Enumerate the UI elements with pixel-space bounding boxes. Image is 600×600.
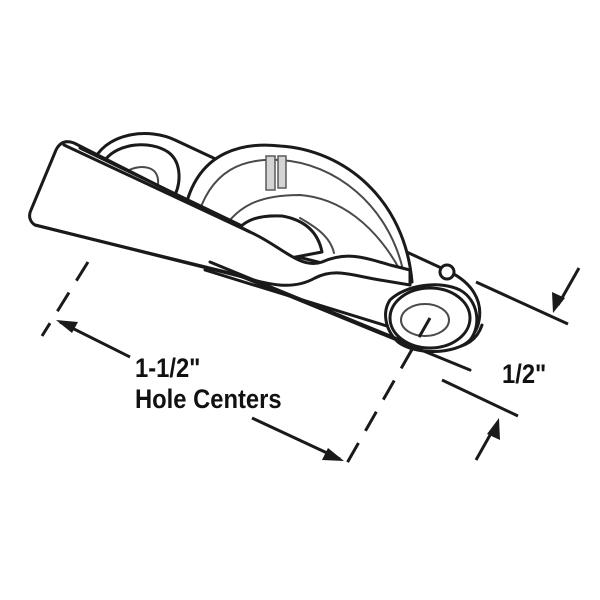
width-dimension [441,267,581,461]
pin [438,263,456,281]
right-mount-hole [384,283,479,353]
notch-shade-left [265,155,276,191]
width-value-label: 1/2" [502,359,547,389]
hole-centers-label: 1-1/2" Hole Centers [135,355,282,413]
hole-centers-dimension [40,261,432,471]
lever-handle [28,140,472,372]
hole-centers-value: 1-1/2" [135,353,201,383]
hole-centers-caption: Hole Centers [135,384,282,414]
notch-shade-right [277,155,287,189]
